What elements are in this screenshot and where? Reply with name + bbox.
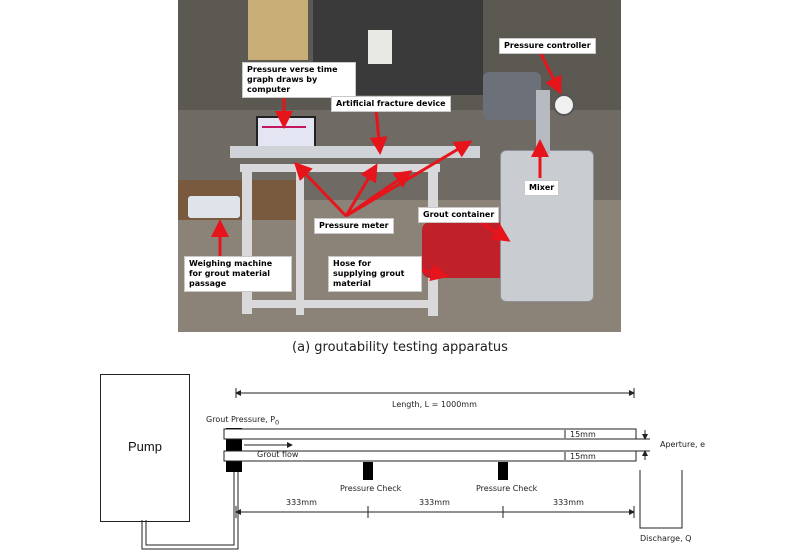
- grout-pressure-subscript: 0: [275, 418, 280, 427]
- aperture-label: Aperture, e: [660, 440, 706, 449]
- bottom-plate: [223, 450, 637, 462]
- arrow-device: [369, 107, 388, 155]
- pump-label: Pump: [128, 439, 162, 454]
- gap-bottom-label: 15mm: [570, 452, 596, 461]
- weighing-machine: [188, 196, 240, 218]
- supply-pipe: [141, 462, 239, 550]
- frame-top-rail: [240, 164, 440, 172]
- frame-leg-left: [242, 164, 252, 314]
- top-plate: [223, 428, 637, 440]
- frame-bottom-rail: [242, 300, 438, 308]
- pressure-check-block-2: [498, 462, 508, 480]
- callout-controller: Pressure controller: [499, 38, 596, 54]
- grout-flow-label: Grout flow: [257, 450, 299, 459]
- paper-notice: [368, 30, 392, 64]
- mixer-motor: [483, 72, 541, 120]
- discharge-label: Discharge, Q: [640, 534, 692, 543]
- segment-label-3: 333mm: [553, 498, 584, 507]
- segment-label-2: 333mm: [419, 498, 450, 507]
- supply-pipe-inner: [145, 462, 235, 546]
- callout-weigh: Weighing machine for grout material pass…: [184, 256, 292, 292]
- arrow-meter-4: [345, 140, 473, 218]
- callout-graph: Pressure verse time graph draws by compu…: [242, 62, 356, 98]
- callout-hose: Hose for supplying grout material: [328, 256, 422, 292]
- arrow-controller: [538, 51, 562, 95]
- figure-caption: (a) groutability testing apparatus: [292, 340, 508, 355]
- arrow-meter-2: [344, 163, 378, 217]
- mixer-shaft: [536, 90, 550, 154]
- fracture-device-plate: [230, 146, 480, 158]
- callout-meter: Pressure meter: [314, 218, 394, 234]
- callout-mixer: Mixer: [524, 180, 560, 196]
- grout-pressure-text: Grout Pressure, P: [206, 415, 276, 424]
- callout-device: Artificial fracture device: [331, 96, 451, 112]
- pressure-check-block-1: [363, 462, 373, 480]
- discharge-container: [639, 470, 683, 529]
- pump-box: Pump: [100, 374, 190, 522]
- length-label: Length, L = 1000mm: [392, 400, 477, 409]
- window-shelf: [248, 0, 308, 60]
- gap-top-label: 15mm: [570, 430, 596, 439]
- callout-container: Grout container: [418, 207, 500, 223]
- segment-label-1: 333mm: [286, 498, 317, 507]
- frame-leg-mid: [296, 170, 304, 315]
- pressure-check-label-2: Pressure Check: [476, 484, 538, 493]
- apparatus-photo: Pressure verse time graph draws by compu…: [178, 0, 621, 332]
- pressure-gauge: [553, 94, 575, 116]
- grout-pressure-label: Grout Pressure, P0: [206, 415, 279, 427]
- arrow-meter-1: [293, 161, 348, 218]
- pressure-check-label-1: Pressure Check: [340, 484, 402, 493]
